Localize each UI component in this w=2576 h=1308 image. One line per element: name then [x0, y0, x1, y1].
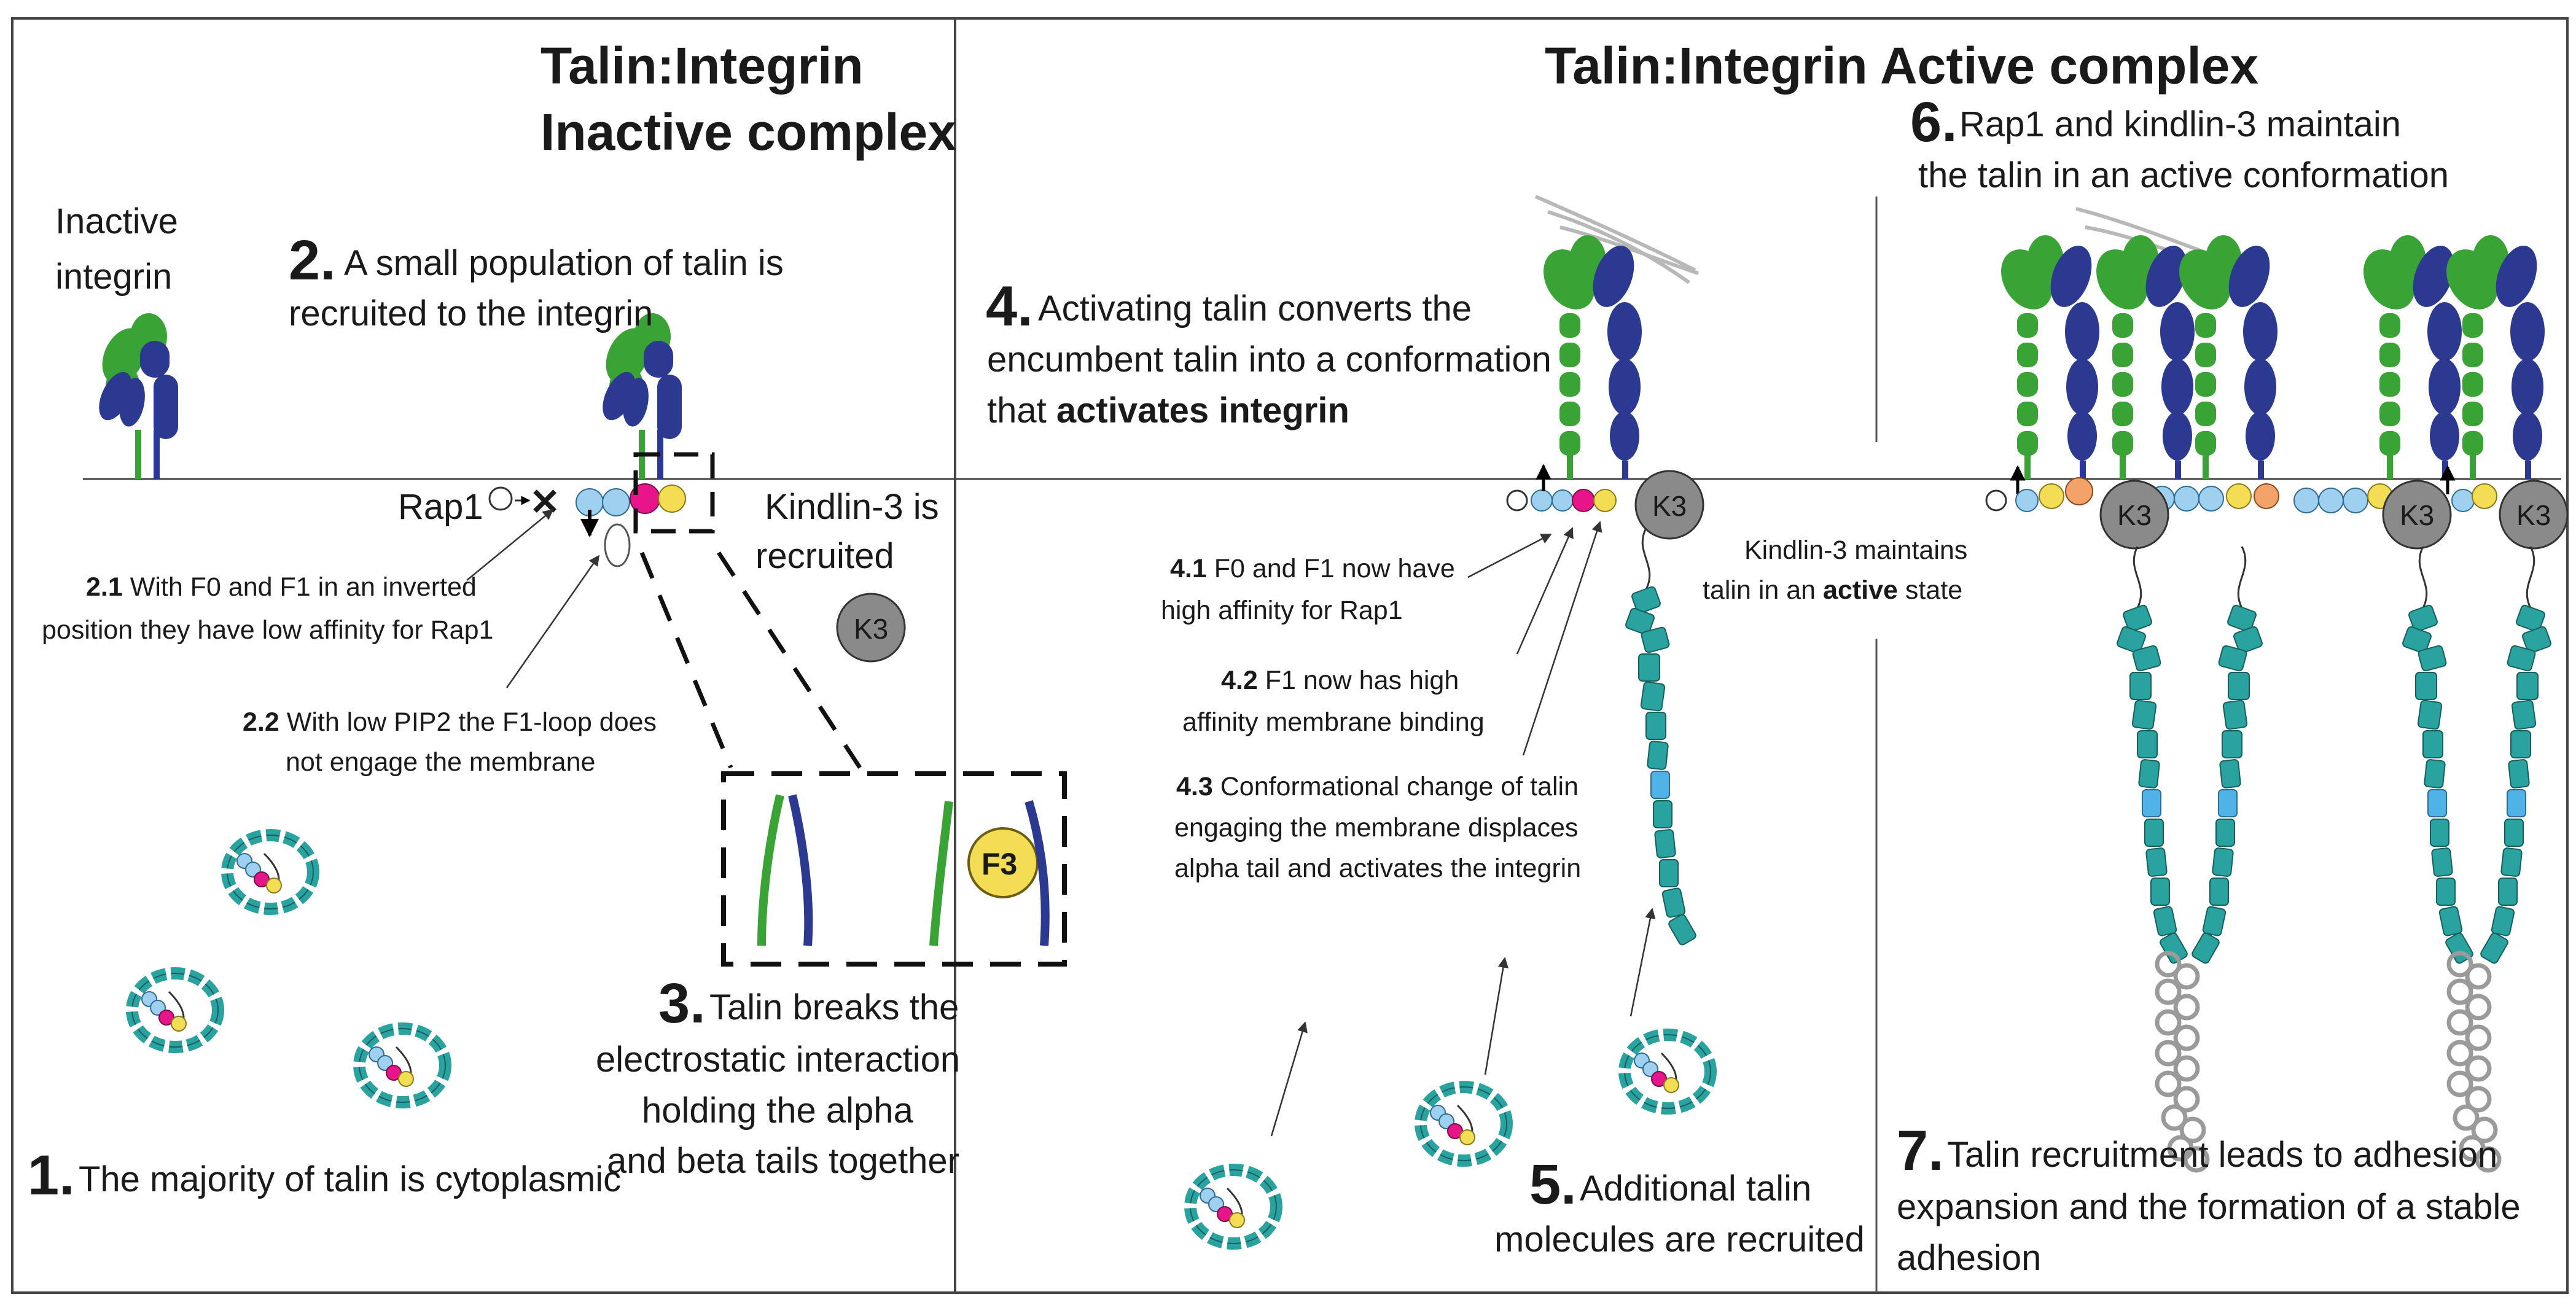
step-4-1-line1: 4.1 F0 and F1 now have: [1170, 554, 1455, 583]
kindlin-k3-icon: K3: [2499, 480, 2569, 550]
step-4-3-num: 4.3: [1176, 772, 1213, 801]
step-2-num: 2.: [289, 229, 336, 292]
step-4-num: 4.: [986, 275, 1033, 338]
step-4-line3-text: that: [987, 391, 1056, 430]
step-3-num: 3.: [658, 972, 706, 1035]
kindlin-maintains-2b: active: [1823, 575, 1898, 605]
kindlin-maintains-2: talin in an active state: [1703, 575, 1962, 605]
step-7-line3: adhesion: [1897, 1238, 2041, 1278]
step-4-3-line1: 4.3 Conformational change of talin: [1176, 772, 1579, 801]
kindlin-maintains-2a: talin in an: [1703, 575, 1823, 605]
zoom-inset-icon: F3: [721, 771, 1067, 967]
step-2-2-line2: not engage the membrane: [286, 747, 595, 777]
rap1-icon: ✕: [488, 481, 560, 523]
kindlin-recruited-2: recruited: [755, 536, 894, 576]
active-integrin-icon: [1991, 235, 2099, 479]
actin-filaments: [1534, 195, 1699, 284]
step-4-2-num: 4.2: [1221, 666, 1258, 695]
cytoplasmic-talin-icon: [132, 973, 218, 1047]
inactive-title-line2: Inactive complex: [541, 103, 956, 161]
step-3-line1: Talin breaks the: [709, 987, 959, 1027]
step-3-line4: and beta tails together: [607, 1141, 959, 1181]
rap1-label: Rap1: [398, 487, 483, 527]
step-4-line3-bold: activates integrin: [1056, 391, 1349, 430]
step-4-line1: Activating talin converts the: [1038, 289, 1472, 329]
inactive-integrin-icon: [92, 313, 178, 479]
step-2-2-text: With low PIP2 the F1-loop does: [279, 707, 657, 737]
step-2-2-line1: 2.2 With low PIP2 the F1-loop does: [243, 707, 657, 737]
step-4-2-line2: affinity membrane binding: [1182, 707, 1485, 737]
step-2-line1: A small population of talin is: [344, 243, 784, 283]
step-2-1-line1: 2.1 With F0 and F1 in an inverted: [86, 572, 477, 602]
step-4-3-text: Conformational change of talin: [1213, 772, 1579, 801]
step-2-2-num: 2.2: [243, 707, 279, 737]
step-5-num: 5.: [1529, 1153, 1577, 1216]
inactive-integrin-label-1: Inactive: [55, 201, 178, 241]
step-6-num: 6.: [1910, 91, 1957, 154]
inactive-title-line1: Talin:Integrin: [541, 37, 864, 95]
k3-label: K3: [2117, 499, 2152, 531]
step-7-line1: Talin recruitment leads to adhesion: [1947, 1135, 2497, 1175]
step-2-1-num: 2.1: [86, 572, 123, 602]
talin-head-on-membrane: [1506, 488, 1617, 513]
extended-talin-icon: [2190, 545, 2265, 966]
cytoplasmic-talin-icon: [1625, 1035, 1711, 1108]
step-6-line2: the talin in an active conformation: [1918, 155, 2449, 195]
extended-talin-icon: [2400, 545, 2475, 966]
k3-label: K3: [854, 613, 888, 645]
active-integrin-icon: [2086, 235, 2195, 479]
kindlin-k3-icon: K3: [2382, 480, 2452, 550]
k3-label: K3: [1652, 490, 1687, 522]
kindlin-maintains-2c: state: [1898, 575, 1962, 605]
active-integrin-icon: [2353, 235, 2462, 479]
extended-talin-icon: [2115, 545, 2190, 966]
kindlin-k3-icon: K3: [836, 593, 906, 663]
zoom-selection-box: [633, 452, 715, 534]
step-7-num: 7.: [1897, 1119, 1944, 1182]
step-4-2-text: F1 now has high: [1258, 666, 1459, 695]
step-7-line2: expansion and the formation of a stable: [1897, 1187, 2521, 1227]
step-6-line1: Rap1 and kindlin-3 maintain: [1959, 104, 2401, 144]
f3-label: F3: [982, 847, 1017, 881]
cytoplasmic-talin-icon: [227, 835, 313, 909]
step-5-line2: molecules are recruited: [1494, 1220, 1865, 1259]
step-4-1-num: 4.1: [1170, 554, 1207, 583]
kindlin-maintains-1: Kindlin-3 maintains: [1744, 535, 1967, 565]
step-4-1-text: F0 and F1 now have: [1207, 554, 1455, 583]
k3-label: K3: [2516, 499, 2551, 531]
talin-head-inverted: [576, 483, 686, 567]
kindlin-k3-icon: K3: [1634, 470, 1704, 540]
step-5-line1: Additional talin: [1580, 1169, 1811, 1209]
extended-talin-icon: [2478, 545, 2553, 966]
step-4-line3: that activates integrin: [987, 391, 1349, 430]
figure-frame: [11, 17, 2569, 1294]
kindlin-k3-icon: K3: [2099, 480, 2169, 550]
k3-label: K3: [2400, 499, 2434, 531]
step-4-3-line2: engaging the membrane displaces: [1174, 813, 1578, 843]
step-2-1-text: With F0 and F1 in an inverted: [123, 572, 477, 602]
step-4-3-line3: alpha tail and activates the integrin: [1174, 854, 1581, 883]
step-3-line3: holding the alpha: [642, 1091, 914, 1131]
cytoplasmic-talin-icon: [359, 1029, 445, 1102]
active-title: Talin:Integrin Active complex: [1545, 37, 2259, 95]
step-1-num: 1.: [28, 1144, 75, 1207]
step-1-text: The majority of talin is cytoplasmic: [79, 1159, 621, 1199]
step-3-line2: electrostatic interaction: [596, 1040, 960, 1080]
step-2-line2: recruited to the integrin: [289, 294, 653, 333]
step-2-1-line2: position they have low affinity for Rap1: [42, 615, 493, 645]
cytoplasmic-talin-icon: [1190, 1170, 1276, 1244]
inactive-integrin-label-2: integrin: [55, 257, 172, 297]
cytoplasmic-talin-icon: [1421, 1087, 1507, 1161]
extended-talin-icon: [1623, 527, 1698, 948]
step-4-line2: encumbent talin into a conformation: [987, 340, 1551, 380]
step-4-1-line2: high affinity for Rap1: [1161, 596, 1403, 625]
kindlin-recruited-1: Kindlin-3 is: [765, 487, 939, 527]
step-4-2-line1: 4.2 F1 now has high: [1221, 666, 1459, 695]
